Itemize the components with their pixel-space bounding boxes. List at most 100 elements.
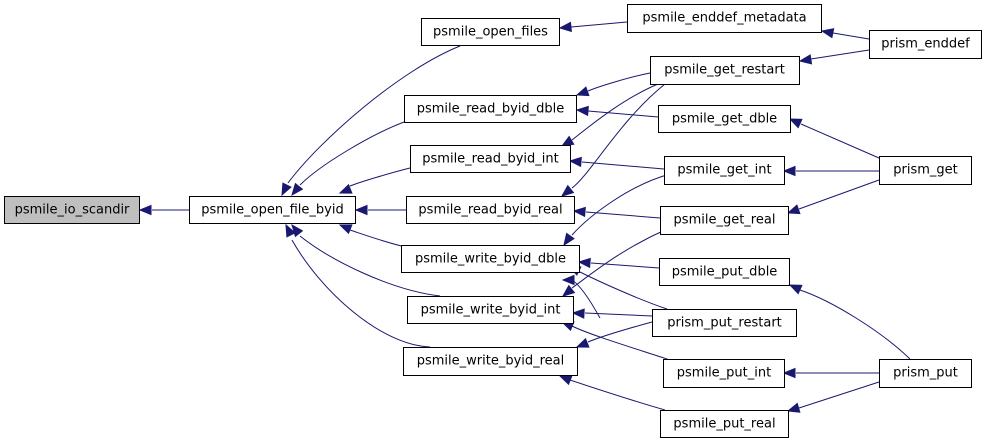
edge-write-dble-to-open-file-byid (338, 224, 411, 249)
node-psmile-open-file-byid[interactable]: psmile_open_file_byid (189, 196, 356, 224)
edge-get-int-to-write-dble-arrowhead (563, 232, 575, 247)
edge-put-dble-to-write-dble (577, 257, 660, 269)
edge-put-real-to-write-real-arrowhead (558, 375, 573, 386)
edge-write-real-to-open-file-byid-line (291, 239, 431, 348)
edge-get-int-to-write-dble-line (571, 173, 671, 236)
node-psmile-get-dble[interactable]: psmile_get_dble (658, 105, 791, 133)
edge-put-restart-to-write-real (575, 321, 653, 348)
edge-get-real-to-read-real (572, 206, 661, 219)
node-psmile-get-restart[interactable]: psmile_get_restart (650, 56, 800, 85)
edge-prism-put-to-put-real-line (798, 381, 880, 409)
svg-text:psmile_get_real: psmile_get_real (674, 213, 776, 228)
edge-read-real-to-open-file-byid (354, 204, 406, 216)
node-psmile-put-real[interactable]: psmile_put_real (660, 410, 789, 438)
edge-read-int-to-open-file-byid (338, 167, 411, 194)
node-psmile-write-byid-dble[interactable]: psmile_write_byid_dble (401, 245, 580, 273)
svg-text:psmile_enddef_metadata: psmile_enddef_metadata (642, 11, 806, 26)
edge-prism-put-to-put-dble-arrowhead (788, 284, 803, 295)
svg-text:psmile_write_byid_int: psmile_write_byid_int (421, 303, 561, 318)
svg-text:psmile_get_int: psmile_get_int (677, 163, 771, 178)
node-psmile-read-byid-real[interactable]: psmile_read_byid_real (406, 196, 575, 224)
edge-write-real-to-open-file-byid-arrowhead (285, 223, 296, 238)
svg-text:psmile_get_restart: psmile_get_restart (664, 63, 785, 78)
edge-open-files-to-open-file-byid-arrowhead (281, 182, 292, 197)
node-psmile-enddef-metadata[interactable]: psmile_enddef_metadata (627, 4, 822, 33)
edge-put-restart-to-write-int (571, 308, 653, 319)
edge-get-restart-to-read-real (560, 83, 666, 197)
edge-prism-get-to-get-real (786, 179, 880, 215)
edge-open-files-to-open-file-byid (281, 45, 461, 197)
edge-prism-put-to-put-int (782, 367, 879, 379)
edge-prism-enddef-to-enddef-metadata-arrowhead (820, 28, 835, 39)
edge-prism-put-to-put-real (786, 381, 880, 413)
edge-prism-enddef-to-get-restart-arrowhead (798, 54, 813, 65)
edge-put-int-to-write-int-line (571, 325, 671, 361)
edge-get-restart-to-read-dble-line (587, 72, 651, 92)
node-psmile-write-byid-real[interactable]: psmile_write_byid_real (403, 347, 578, 376)
edge-put-real-to-write-real (558, 375, 666, 411)
edge-open-file-byid-to-io-scandir-arrowhead (138, 204, 152, 216)
edge-prism-get-to-get-int-arrowhead (782, 165, 796, 177)
edge-get-real-to-write-int (561, 229, 666, 297)
svg-text:psmile_put_int: psmile_put_int (677, 366, 771, 381)
edge-write-int-to-open-file-byid-arrowhead (291, 223, 304, 238)
edge-get-real-to-read-real-line (585, 211, 661, 219)
edge-get-restart-to-read-dble-arrowhead (575, 86, 590, 97)
svg-text:psmile_read_byid_int: psmile_read_byid_int (422, 152, 558, 167)
svg-text:prism_get: prism_get (893, 163, 958, 178)
edge-put-restart-to-write-int-arrowhead (571, 308, 585, 319)
node-psmile-put-int[interactable]: psmile_put_int (663, 359, 785, 388)
edge-open-file-byid-to-io-scandir (138, 204, 189, 216)
node-psmile-open-files[interactable]: psmile_open_files (421, 18, 560, 46)
node-psmile-get-real[interactable]: psmile_get_real (660, 206, 789, 235)
node-prism-put[interactable]: prism_put (879, 359, 972, 388)
edge-prism-get-to-get-dble-line (800, 123, 880, 159)
edge-prism-put-to-put-dble-line (799, 289, 911, 360)
edge-read-dble-to-open-file-byid (291, 121, 405, 197)
edge-get-restart-to-read-int-line (571, 83, 659, 141)
edge-write-int-to-open-file-byid-line (299, 235, 441, 297)
node-prism-enddef[interactable]: prism_enddef (869, 30, 982, 59)
edge-prism-enddef-to-get-restart-line (810, 49, 870, 60)
node-prism-get[interactable]: prism_get (879, 156, 972, 185)
node-psmile-read-byid-dble[interactable]: psmile_read_byid_dble (404, 95, 577, 123)
edge-enddef-metadata-to-open-files-line (570, 21, 628, 28)
svg-text:prism_enddef: prism_enddef (881, 37, 970, 52)
edge-prism-get-to-get-real-line (798, 179, 880, 210)
edge-get-dble-to-read-dble (575, 105, 659, 118)
edge-get-dble-to-read-dble-arrowhead (575, 105, 589, 117)
edge-read-real-to-open-file-byid-arrowhead (354, 204, 368, 216)
edge-prism-get-to-get-real-arrowhead (786, 204, 801, 215)
edge-put-dble-to-write-dble-line (590, 262, 660, 269)
edge-prism-enddef-to-get-restart (798, 49, 870, 65)
node-prism-put-restart[interactable]: prism_put_restart (652, 309, 797, 337)
edge-put-restart-to-write-dble (567, 265, 668, 310)
svg-text:psmile_read_byid_real: psmile_read_byid_real (418, 203, 562, 218)
edge-put-restart-to-write-real-arrowhead (575, 337, 590, 348)
node-psmile-read-byid-int[interactable]: psmile_read_byid_int (410, 145, 571, 173)
svg-text:psmile_put_real: psmile_put_real (673, 417, 775, 432)
edge-get-int-to-read-int-line (581, 161, 665, 170)
edge-get-real-to-write-int-arrowhead (561, 284, 576, 297)
svg-text:psmile_open_file_byid: psmile_open_file_byid (201, 203, 343, 218)
edge-put-restart-to-write-int-line (584, 312, 653, 317)
edge-get-dble-to-read-dble-line (587, 110, 659, 118)
edge-get-real-to-write-int-line (571, 229, 666, 289)
edge-prism-put-to-put-real-arrowhead (786, 402, 801, 413)
node-psmile-get-int[interactable]: psmile_get_int (664, 156, 785, 185)
node-psmile-io-scandir[interactable]: psmile_io_scandir (4, 196, 140, 224)
edge-prism-enddef-to-enddef-metadata (820, 28, 870, 40)
edge-enddef-metadata-to-open-files (558, 21, 628, 33)
svg-text:psmile_get_dble: psmile_get_dble (672, 112, 777, 127)
svg-text:psmile_put_dble: psmile_put_dble (672, 265, 778, 280)
edge-put-restart-to-read-real-up-arrowhead (561, 274, 575, 286)
edge-get-restart-to-read-dble (575, 72, 651, 97)
node-psmile-write-byid-int[interactable]: psmile_write_byid_int (407, 296, 574, 324)
edge-put-real-to-write-real-line (569, 379, 666, 411)
svg-text:prism_put: prism_put (893, 366, 958, 381)
edge-prism-put-to-put-dble (788, 284, 911, 360)
svg-text:psmile_read_byid_dble: psmile_read_byid_dble (417, 102, 565, 117)
edge-read-int-to-open-file-byid-line (349, 167, 411, 187)
node-psmile-put-dble[interactable]: psmile_put_dble (659, 258, 790, 286)
